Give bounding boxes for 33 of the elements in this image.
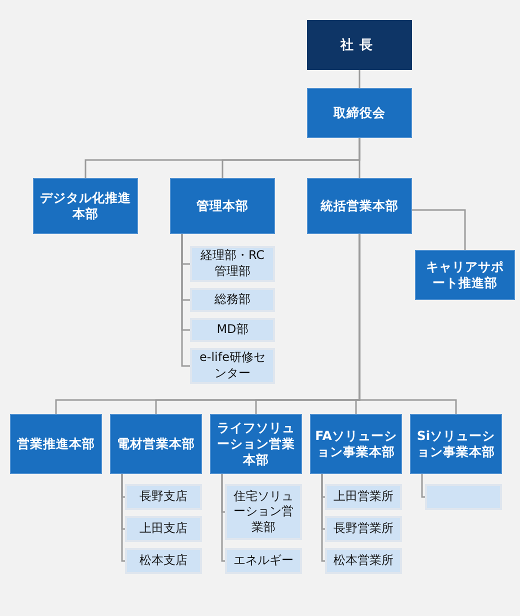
section-box: 上田営業所 <box>325 484 402 510</box>
department-box: 営業推進本部 <box>10 414 102 474</box>
section-box: 松本支店 <box>125 548 202 574</box>
section-box: 長野支店 <box>125 484 202 510</box>
section-box: 経理部・RC管理部 <box>190 246 275 282</box>
department-box: FAソリューション事業本部 <box>310 414 402 474</box>
connector-line <box>421 474 425 498</box>
section-box: エネルギー <box>225 548 302 574</box>
connector-line <box>412 209 466 250</box>
department-box: ライフソリューション営業本部 <box>210 414 302 474</box>
department-box: 統括営業本部 <box>307 178 412 234</box>
department-box: 取締役会 <box>307 88 412 138</box>
connector-line <box>121 474 125 562</box>
department-box: 電材営業本部 <box>110 414 202 474</box>
section-box: e-life研修センター <box>190 348 275 384</box>
connector-line <box>358 138 360 178</box>
section-box: 松本営業所 <box>325 548 402 574</box>
department-box: キャリアサポート推進部 <box>415 250 515 300</box>
department-box: 管理本部 <box>170 178 275 234</box>
connector-line <box>358 70 360 88</box>
section-box: MD部 <box>190 318 275 342</box>
department-box: デジタル化推進本部 <box>33 178 138 234</box>
org-box: 社長 <box>307 20 412 70</box>
department-box: Siソリューション事業本部 <box>410 414 502 474</box>
empty-box <box>425 484 502 510</box>
section-box: 長野営業所 <box>325 516 402 542</box>
section-box: 総務部 <box>190 288 275 312</box>
connector-line <box>221 474 225 562</box>
section-box: 上田支店 <box>125 516 202 542</box>
connector-line <box>181 234 190 367</box>
section-box: 住宅ソリューション営業部 <box>225 484 302 540</box>
connector-line <box>321 474 325 562</box>
connector-line <box>358 234 457 414</box>
